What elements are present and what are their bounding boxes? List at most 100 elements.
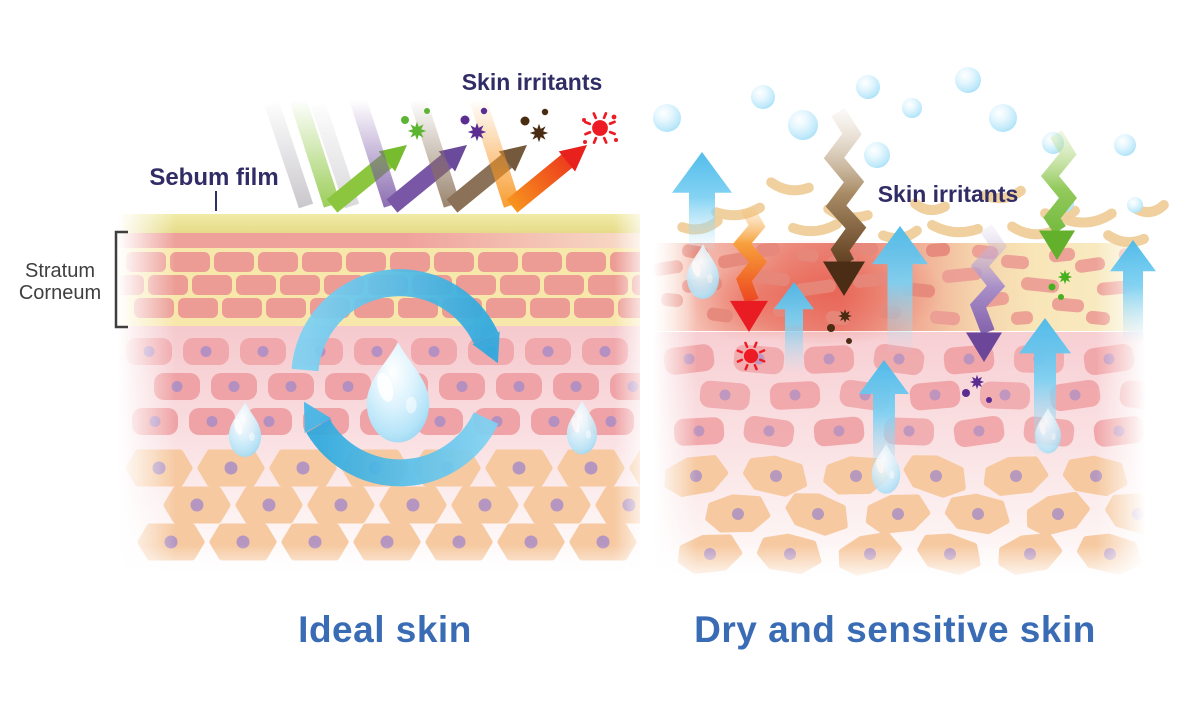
corneocyte-brick	[522, 252, 562, 272]
zigzag-arrow-green	[1039, 130, 1078, 260]
water-droplets-right	[686, 244, 1061, 494]
corneocyte-brick	[530, 298, 570, 318]
moisture-bubble-icon	[856, 75, 880, 99]
arrowhead	[1039, 230, 1075, 260]
cell-nucleus	[929, 389, 941, 401]
water-droplet-icon	[228, 402, 262, 458]
bounce-arrow-red	[469, 97, 587, 213]
irritant-particle-icon	[969, 374, 985, 390]
cell-nucleus	[342, 381, 354, 392]
brick-fragment	[1000, 254, 1030, 270]
incoming-ray	[289, 97, 341, 208]
sebum-fragment-dash	[910, 198, 950, 216]
moisture-bubble-icon	[955, 67, 981, 93]
incoming-ray	[469, 97, 521, 208]
irritant-sun-icon	[736, 341, 766, 371]
evaporation-arrow-icon	[774, 282, 814, 372]
irritant-dot	[582, 118, 586, 122]
moisture-bubble-icon	[989, 104, 1017, 132]
cell-nucleus	[770, 470, 782, 482]
cell-nucleus	[257, 346, 269, 357]
cell-nucleus	[1010, 470, 1022, 482]
brick-fragment	[851, 243, 879, 256]
irritant-dot	[520, 116, 530, 126]
corneocyte-brick	[456, 275, 496, 295]
cell-nucleus	[548, 416, 560, 427]
moisture-bubble-icon	[902, 98, 922, 118]
droplet-highlight	[1039, 421, 1046, 435]
cell-nucleus	[512, 461, 526, 475]
cell-nucleus	[850, 470, 862, 482]
droplet-highlight	[249, 432, 255, 442]
cell-nucleus	[1069, 389, 1081, 401]
droplet-body	[228, 402, 262, 458]
moisture-bubble-icon	[864, 142, 890, 168]
brick-fragment	[929, 310, 961, 326]
brick-fragment	[754, 269, 790, 287]
water-droplet-icon	[366, 342, 430, 443]
droplet-body	[871, 443, 901, 494]
cell-nucleus	[434, 416, 446, 427]
droplet-body	[686, 244, 720, 300]
droplet-body	[1035, 407, 1061, 454]
sun-ray	[758, 349, 766, 354]
dry-sensitive-skin-title: Dry and sensitive skin	[694, 609, 1096, 650]
cell-nucleus	[999, 389, 1011, 401]
water-droplets-left	[228, 342, 598, 458]
corneocyte-brick	[566, 252, 606, 272]
irritant-dot	[460, 115, 470, 125]
cell-nucleus	[892, 508, 904, 520]
irritant-particle-icon	[407, 121, 427, 141]
irritant-dot	[424, 108, 430, 114]
cell-nucleus	[732, 508, 744, 520]
cell-nucleus	[833, 425, 845, 437]
sebum-fragment-dash	[711, 202, 765, 221]
sun-ray	[592, 136, 598, 144]
irritant-dot	[1058, 294, 1064, 300]
corneocyte-brick	[280, 275, 320, 295]
irritant-particle-icon	[529, 123, 549, 143]
sun-core	[743, 348, 759, 364]
droplet-highlight	[571, 417, 580, 433]
brick-fragment	[794, 279, 836, 297]
cell-nucleus	[570, 381, 582, 392]
granular-band-left	[118, 232, 640, 248]
evaporation-arrow-icon	[872, 226, 928, 352]
arrowhead	[823, 261, 865, 296]
droplet-highlight	[405, 396, 417, 414]
incoming-ray	[409, 97, 461, 208]
corneocyte-brick	[500, 275, 540, 295]
cell-nucleus	[456, 381, 468, 392]
stratum-corneum-label-line2: Corneum	[19, 282, 101, 304]
cell-nucleus	[1052, 508, 1064, 520]
irritant-dot	[611, 114, 617, 120]
cell-nucleus	[296, 461, 310, 475]
moisture-bubble-icon	[1127, 197, 1143, 213]
cell-nucleus	[228, 381, 240, 392]
brick-fragment	[706, 307, 734, 323]
arrowhead	[378, 145, 407, 172]
sun-ray	[744, 341, 749, 349]
brick-fragment	[925, 243, 951, 258]
cell-nucleus	[262, 498, 276, 512]
cell-nucleus	[812, 508, 824, 520]
water-droplet-icon	[566, 400, 598, 455]
water-droplet-icon	[1035, 407, 1061, 454]
sebum-fragment-dash	[766, 177, 814, 196]
corneocyte-brick	[346, 252, 386, 272]
left-edge-fade	[118, 210, 176, 580]
evaporation-arrow-icon	[859, 360, 909, 478]
sun-ray	[736, 358, 744, 363]
corneocyte-brick	[398, 298, 438, 318]
corneocyte-brick	[390, 252, 430, 272]
irritant-particle-icon	[467, 122, 487, 142]
penetrating-irritant-arrows-icon	[730, 107, 1078, 362]
sebum-fragment-dash	[980, 185, 1026, 204]
cell-nucleus	[542, 346, 554, 357]
corneocyte-brick	[222, 298, 262, 318]
corneocyte-brick	[302, 252, 342, 272]
cell-nucleus	[428, 346, 440, 357]
left-panel-ideal-skin: Skin irritants Sebum film Stratum Corneu…	[19, 69, 640, 580]
corneocyte-brick	[574, 298, 614, 318]
